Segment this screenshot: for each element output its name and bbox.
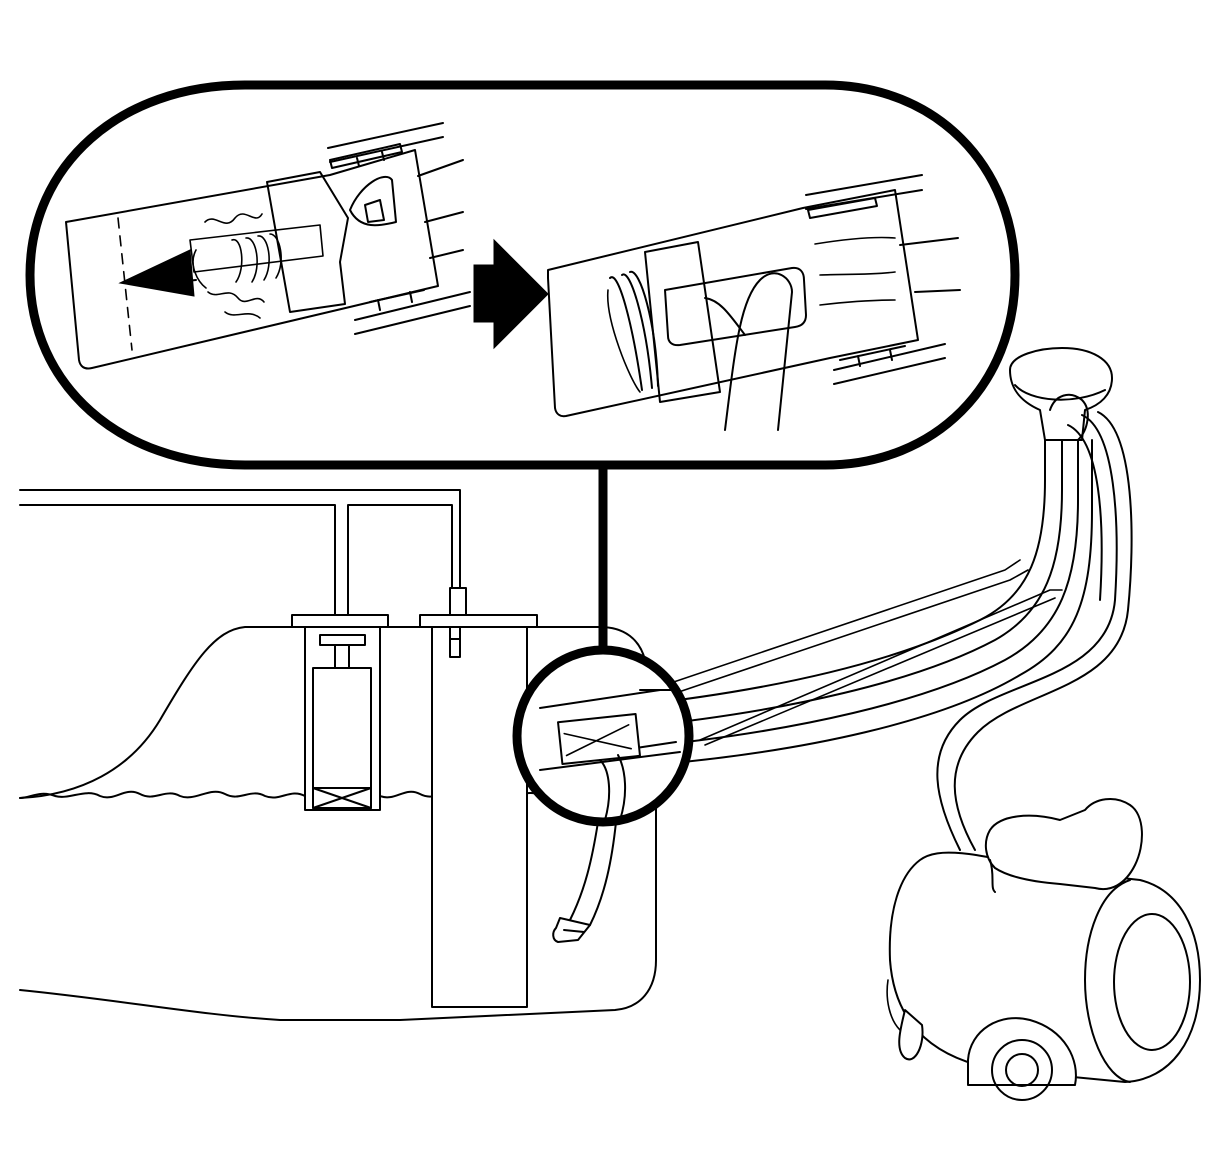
fuel-tank [19, 626, 657, 1021]
magnifier-callout [512, 645, 694, 827]
vent-hose [936, 411, 1133, 851]
connector-before-release [65, 122, 471, 370]
filler-neck-funnel [1009, 347, 1113, 441]
evap-canister-motor [886, 798, 1201, 1101]
fuel-sender-assembly [419, 587, 538, 1008]
released-fuel-line [552, 821, 617, 943]
right-arrow-icon [473, 238, 549, 350]
connector-after-release [547, 174, 961, 431]
fuel-lines [19, 489, 461, 616]
left-arrow-icon [118, 249, 195, 297]
fuel-pump-module [291, 614, 389, 811]
detail-view-inset [25, 80, 1020, 470]
filler-hose [619, 429, 1093, 767]
